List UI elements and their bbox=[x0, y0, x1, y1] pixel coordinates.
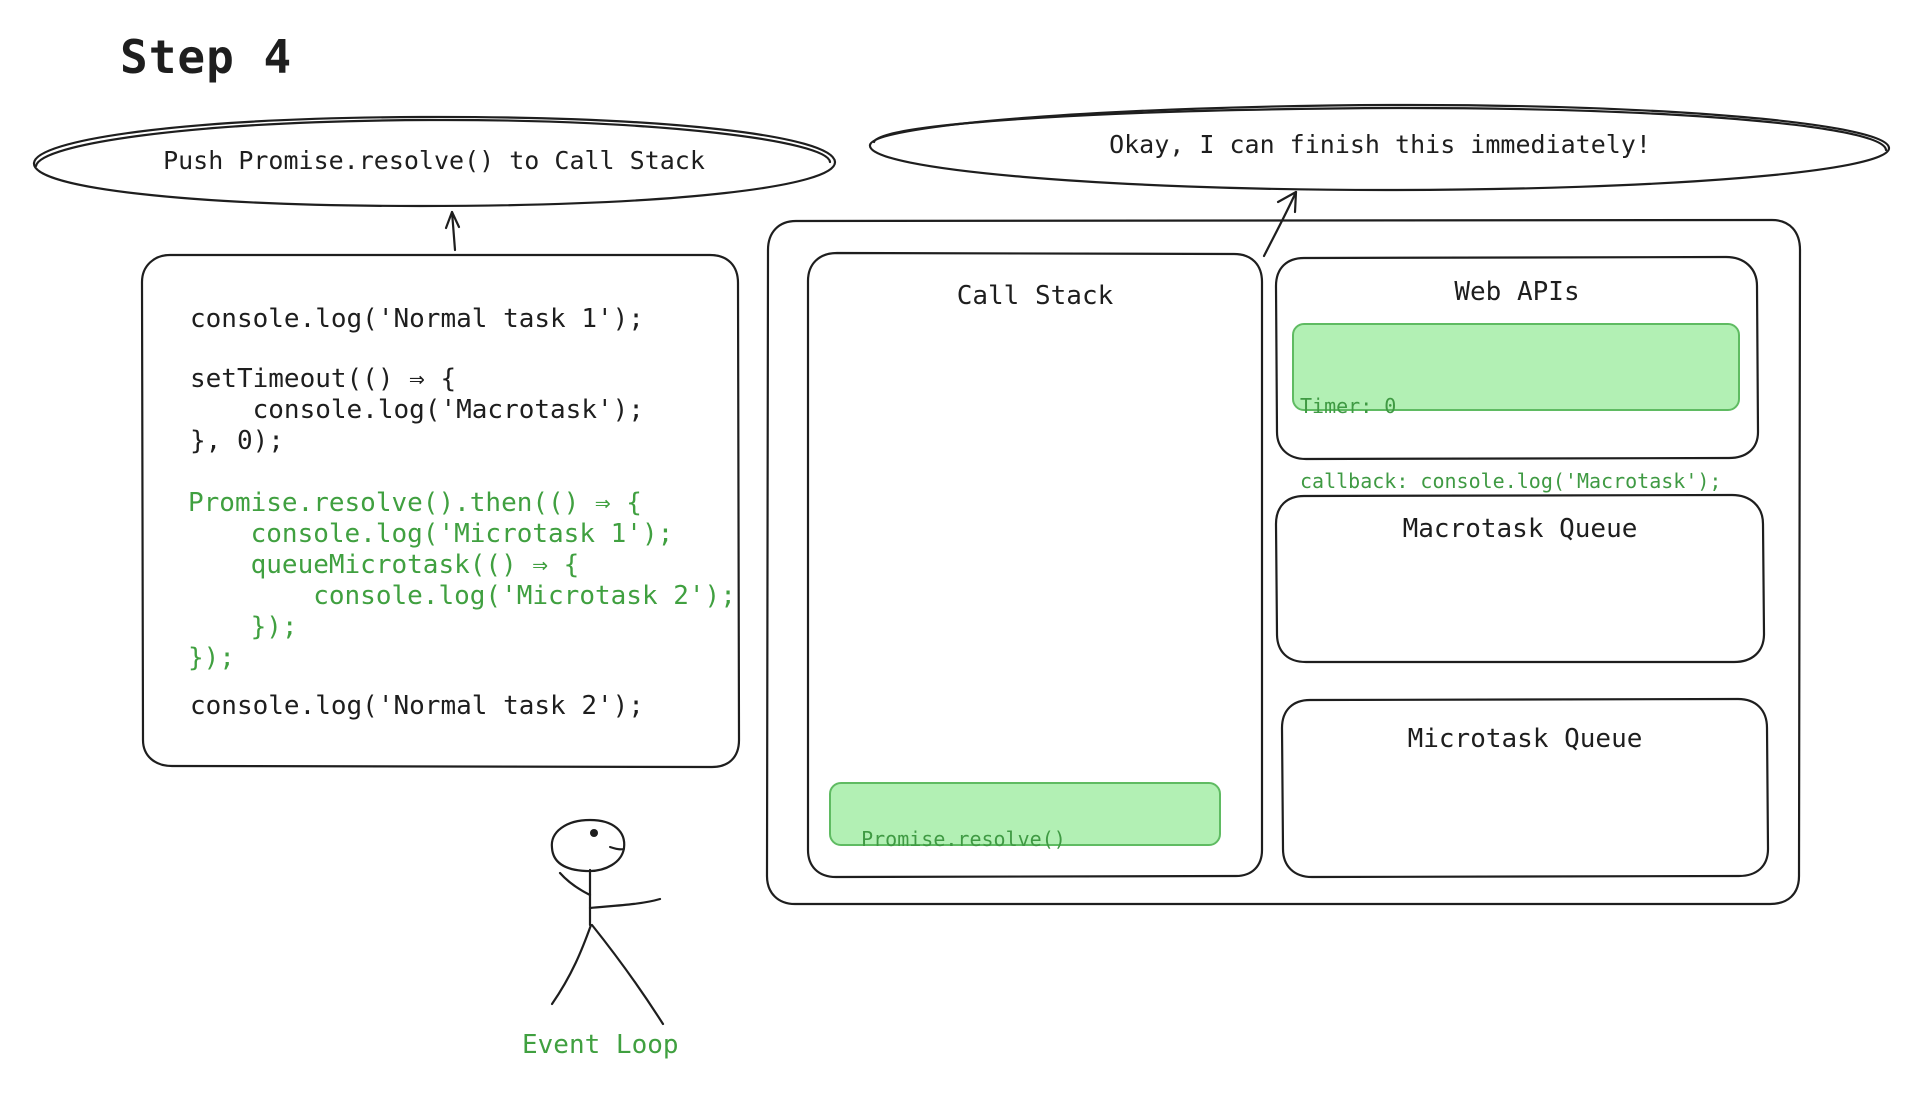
code-line-highlighted: }); bbox=[188, 612, 298, 642]
stick-figure-icon bbox=[550, 818, 665, 1026]
timer-callback-line: callback: console.log('Macrotask'); bbox=[1300, 469, 1722, 493]
code-line: }, 0); bbox=[190, 426, 284, 456]
code-line-normal-task-1: console.log('Normal task 1'); bbox=[190, 304, 644, 334]
code-line-highlighted: }); bbox=[188, 643, 235, 673]
microtask-queue-title: Microtask Queue bbox=[1407, 724, 1643, 754]
call-stack-title: Call Stack bbox=[956, 281, 1114, 311]
call-stack-item-label: Promise.resolve() bbox=[861, 827, 1066, 851]
code-line-highlighted: console.log('Microtask 1'); bbox=[188, 519, 674, 549]
web-apis-timer-item: Timer: 0 callback: console.log('Macrotas… bbox=[1292, 323, 1740, 493]
code-line: setTimeout(() ⇒ { bbox=[190, 364, 457, 394]
web-apis-title: Web APIs bbox=[1454, 277, 1580, 307]
stick-figure-eye bbox=[590, 829, 598, 837]
code-line-highlighted: queueMicrotask(() ⇒ { bbox=[188, 550, 580, 580]
code-line-highlighted: console.log('Microtask 2'); bbox=[188, 581, 736, 611]
code-line-highlighted: Promise.resolve().then(() ⇒ { bbox=[188, 488, 642, 518]
call-stack-item: Promise.resolve() bbox=[829, 782, 1221, 851]
arrow-code-to-bubble bbox=[450, 210, 457, 252]
event-loop-label: Event Loop bbox=[522, 1030, 679, 1060]
code-line-normal-task-2: console.log('Normal task 2'); bbox=[190, 691, 644, 721]
arrow-callstack-to-bubble bbox=[1262, 190, 1298, 258]
right-bubble-text: Okay, I can finish this immediately! bbox=[1109, 130, 1651, 159]
step-title: Step 4 bbox=[120, 30, 293, 84]
macrotask-queue-title: Macrotask Queue bbox=[1402, 514, 1638, 544]
timer-line: Timer: 0 bbox=[1300, 394, 1397, 418]
code-line: console.log('Macrotask'); bbox=[190, 395, 644, 425]
left-bubble-text: Push Promise.resolve() to Call Stack bbox=[163, 146, 705, 175]
